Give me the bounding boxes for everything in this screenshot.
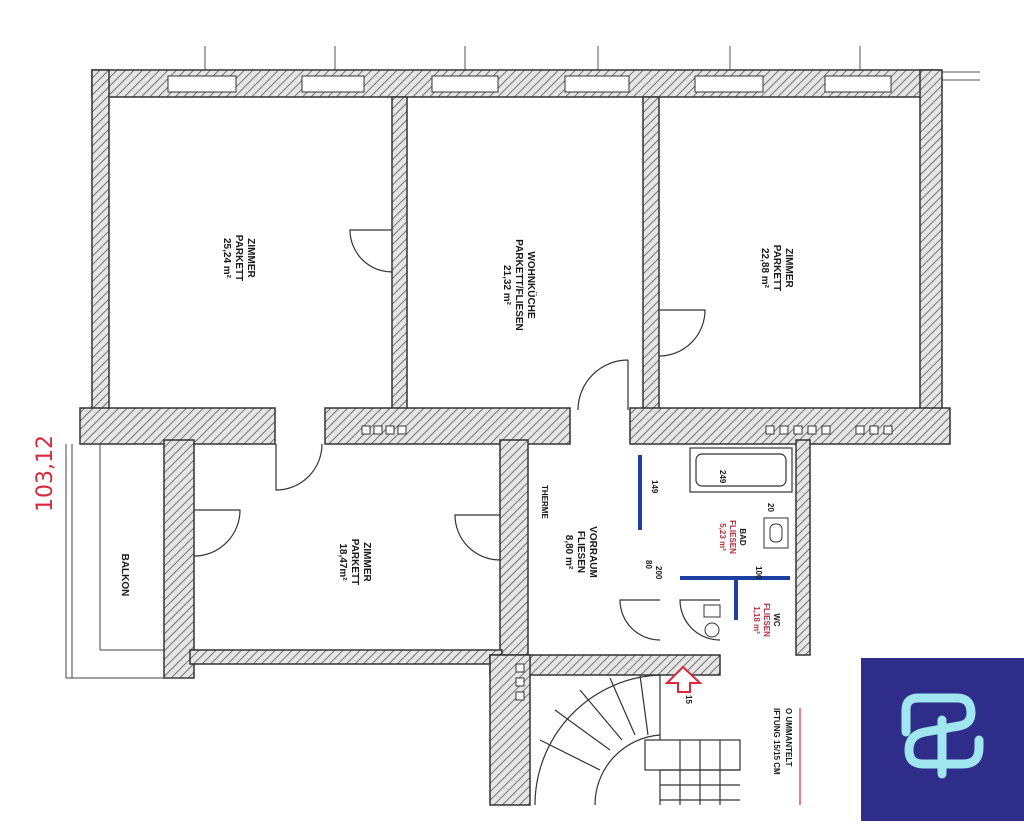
doors	[193, 229, 721, 641]
windows	[167, 75, 892, 93]
room-area: 18,47m²	[337, 543, 348, 581]
therme-label: THERME	[540, 485, 549, 519]
room-area: 21,32 m²	[501, 265, 512, 306]
handwritten-note: 103,12	[33, 435, 58, 512]
dimension-20: 20	[766, 503, 775, 512]
room-balkon: BALKON	[119, 554, 130, 597]
room-floor: PARKETT	[233, 235, 244, 281]
room-wohnkueche: WOHNKÜCHE PARKETT/FLIESEN 21,32 m²	[501, 239, 538, 330]
bathtub	[689, 447, 793, 493]
dimension-149: 149	[650, 480, 659, 494]
room-name: VORRAUM	[587, 526, 598, 578]
dimension-80: 80	[644, 560, 653, 569]
room-name: ZIMMER	[245, 238, 256, 278]
room-name: BAD	[738, 528, 747, 546]
room-zimmer-2: ZIMMER PARKETT 22,88 m²	[759, 245, 794, 291]
brand-logo	[861, 658, 1024, 821]
bath-dimension: 249	[718, 470, 727, 484]
room-zimmer-1: ZIMMER PARKETT 25,24 m²	[221, 235, 256, 281]
room-area: 25,24 m²	[221, 238, 232, 279]
room-floor: FLIESEN	[728, 520, 737, 554]
markers	[361, 425, 893, 701]
vent-note-2: O UMMANTELT	[784, 708, 793, 767]
sanitary	[703, 517, 789, 638]
room-bad: BAD FLIESEN 5,23 m²	[718, 520, 747, 554]
room-floor: PARKETT	[349, 539, 360, 585]
room-floor: PARKETT/FLIESEN	[513, 239, 524, 330]
staircase	[534, 674, 741, 806]
room-area: 1,18 m²	[752, 606, 761, 634]
room-floor: PARKETT	[771, 245, 782, 291]
room-name: ZIMMER	[361, 542, 372, 582]
dimension-200: 200	[654, 566, 663, 580]
vent-note-1: IFTUNG 15/15 CM	[772, 708, 781, 775]
dimension-15: 15	[684, 695, 693, 704]
room-area: 8,80 m²	[563, 535, 574, 570]
room-name: WC	[772, 613, 781, 627]
plumbing-lines	[638, 455, 790, 620]
room-name: WOHNKÜCHE	[525, 251, 538, 319]
room-name: ZIMMER	[783, 248, 794, 288]
entrance-arrow-icon	[664, 665, 703, 693]
room-floor: FLIESEN	[762, 603, 771, 637]
room-wc: WC FLIESEN 1,18 m²	[752, 603, 781, 637]
sp-monogram-icon	[901, 693, 984, 779]
walls	[79, 69, 951, 806]
room-name: BALKON	[119, 554, 130, 597]
balcony-railing	[65, 444, 190, 679]
room-vorraum: VORRAUM FLIESEN 8,80 m²	[563, 526, 598, 578]
dimension-100: 100	[754, 566, 763, 580]
room-floor: FLIESEN	[575, 531, 586, 573]
room-zimmer-3: ZIMMER PARKETT 18,47m²	[337, 539, 372, 585]
room-area: 5,23 m²	[718, 523, 727, 551]
room-area: 22,88 m²	[759, 248, 770, 289]
